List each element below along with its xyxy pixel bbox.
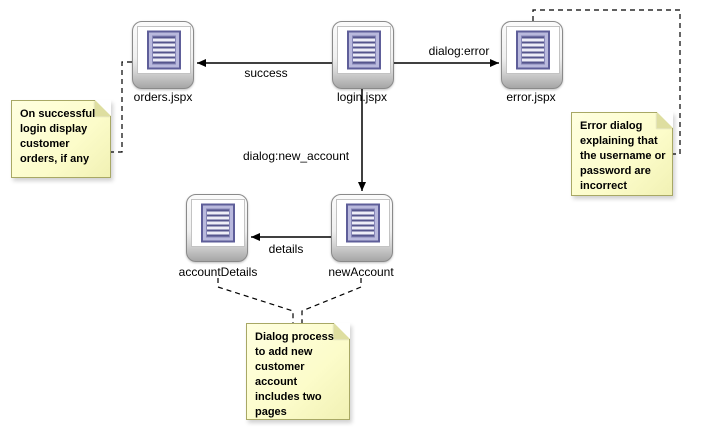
edge-label-success: success bbox=[244, 66, 288, 80]
document-lines-icon bbox=[206, 208, 230, 238]
document-lines-icon bbox=[352, 35, 376, 65]
page-panel bbox=[137, 26, 191, 74]
document-icon bbox=[516, 30, 550, 70]
node-label-new-account: newAccount bbox=[328, 265, 394, 279]
page-node-error[interactable] bbox=[501, 21, 563, 89]
edge-label-dialog-new-account: dialog:new_account bbox=[243, 149, 350, 163]
page-node-account-details[interactable] bbox=[186, 194, 248, 262]
node-label-account-details: accountDetails bbox=[178, 265, 258, 279]
page-panel bbox=[337, 26, 391, 74]
edge-label-dialog-error: dialog:error bbox=[428, 44, 490, 58]
page-panel bbox=[336, 199, 390, 247]
connector-new-account-note bbox=[301, 278, 362, 323]
note-orders-text: On successful login display customer ord… bbox=[20, 108, 96, 165]
connector-account-details-note bbox=[217, 278, 294, 323]
note-new-account[interactable]: Dialog process to add new customer accou… bbox=[246, 323, 350, 420]
connector-orders-note bbox=[111, 61, 132, 153]
page-panel bbox=[506, 26, 560, 74]
note-new-account-text: Dialog process to add new customer accou… bbox=[255, 331, 334, 418]
page-node-orders[interactable] bbox=[132, 21, 194, 89]
connector-error-note bbox=[532, 9, 681, 155]
document-icon bbox=[347, 30, 381, 70]
edge-label-details: details bbox=[268, 242, 304, 256]
note-orders[interactable]: On successful login display customer ord… bbox=[11, 100, 111, 178]
node-label-orders: orders.jspx bbox=[133, 90, 193, 104]
note-error[interactable]: Error dialog explaining that the usernam… bbox=[571, 112, 673, 196]
page-node-login[interactable] bbox=[332, 21, 394, 89]
node-label-login: login.jspx bbox=[336, 90, 388, 104]
document-icon bbox=[147, 30, 181, 70]
note-error-text: Error dialog explaining that the usernam… bbox=[580, 120, 666, 192]
node-label-error: error.jspx bbox=[506, 90, 556, 104]
document-icon bbox=[346, 203, 380, 243]
document-lines-icon bbox=[351, 208, 375, 238]
document-icon bbox=[201, 203, 235, 243]
document-lines-icon bbox=[521, 35, 545, 65]
document-lines-icon bbox=[152, 35, 176, 65]
page-panel bbox=[191, 199, 245, 247]
page-node-new-account[interactable] bbox=[331, 194, 393, 262]
